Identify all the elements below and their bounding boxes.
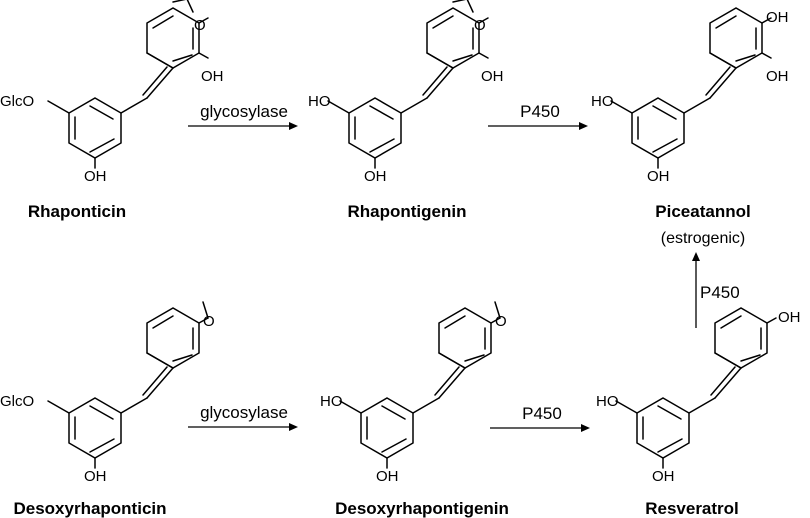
substituent-oh: OH xyxy=(766,68,789,85)
arrow-label: glycosylase xyxy=(200,403,288,422)
arrow-p450-top: P450 xyxy=(488,102,588,130)
arrowhead-icon xyxy=(579,122,588,130)
substituent-ho: HO xyxy=(591,93,614,110)
substituent-ho: HO xyxy=(308,93,331,110)
substituent-oh: OH xyxy=(84,468,107,485)
substituent-oh: OH xyxy=(647,168,670,185)
molecule-desoxyrhaponticin: GlcO OH O Desoxyrhaponticin xyxy=(0,301,215,518)
compound-note: (estrogenic) xyxy=(661,230,745,247)
substituent-oh: OH xyxy=(84,168,107,185)
arrow-label: P450 xyxy=(700,283,740,302)
substituent-oh: OH xyxy=(364,168,387,185)
molecule-rhaponticin: GlcO OH OH O Rhaponticin xyxy=(0,0,224,221)
arrowhead-icon xyxy=(692,252,700,261)
substituent-o: O xyxy=(194,17,206,34)
compound-name: Desoxyrhaponticin xyxy=(13,499,166,518)
substituent-oh: OH xyxy=(766,9,789,26)
arrow-label: glycosylase xyxy=(200,102,288,121)
compound-name: Desoxyrhapontigenin xyxy=(335,499,509,518)
arrowhead-icon xyxy=(289,423,298,431)
compound-name: Piceatannol xyxy=(655,202,750,221)
substituent-ho: HO xyxy=(596,393,619,410)
arrow-p450-vertical: P450 xyxy=(692,252,740,328)
compound-name: Rhapontigenin xyxy=(348,202,467,221)
arrow-label: P450 xyxy=(520,102,560,121)
substituent-oh: OH xyxy=(481,68,504,85)
arrowhead-icon xyxy=(289,122,298,130)
molecule-piceatannol: HO OH OH OH Piceatannol (estrogenic) xyxy=(591,7,789,247)
substituent-o: O xyxy=(203,313,215,330)
substituent-o: O xyxy=(495,313,507,330)
molecule-resveratrol: HO OH OH Resveratrol xyxy=(596,307,801,518)
molecule-desoxyrhapontigenin: HO OH O Desoxyrhapontigenin xyxy=(320,301,509,518)
arrow-glycosylase-top: glycosylase xyxy=(188,102,298,130)
arrowhead-icon xyxy=(581,424,590,432)
substituent-glco: GlcO xyxy=(0,393,34,410)
arrow-glycosylase-bottom: glycosylase xyxy=(188,403,298,431)
substituent-oh: OH xyxy=(652,468,675,485)
arrow-p450-bottom: P450 xyxy=(490,404,590,432)
compound-name: Resveratrol xyxy=(645,499,739,518)
substituent-oh: OH xyxy=(778,309,801,326)
substituent-glco: GlcO xyxy=(0,93,34,110)
arrow-label: P450 xyxy=(522,404,562,423)
substituent-o: O xyxy=(474,17,486,34)
substituent-ho: HO xyxy=(320,393,343,410)
substituent-oh: OH xyxy=(376,468,399,485)
substituent-oh: OH xyxy=(201,68,224,85)
compound-name: Rhaponticin xyxy=(28,202,126,221)
molecule-rhapontigenin: HO OH OH O Rhapontigenin xyxy=(308,0,504,221)
